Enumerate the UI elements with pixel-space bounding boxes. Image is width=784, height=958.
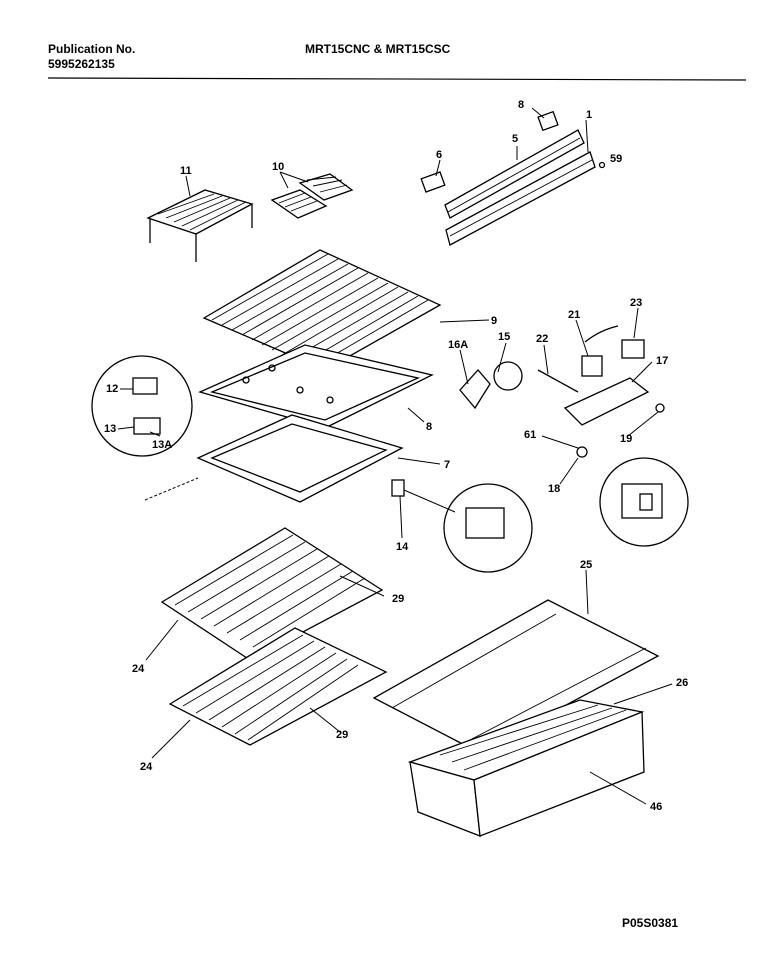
label-part-24-upper: 24: [132, 663, 145, 675]
model-numbers: MRT15CNC & MRT15CSC: [305, 42, 451, 56]
label-part-23: 23: [630, 297, 642, 309]
label-part-5: 5: [512, 133, 518, 145]
publication-label: Publication No.: [48, 42, 136, 56]
label-part-1: 1: [586, 109, 592, 121]
label-part-17: 17: [656, 355, 668, 367]
upper-shelf-assembly: [196, 249, 442, 503]
diagram-code: P05S0381: [622, 916, 679, 930]
label-part-19: 19: [620, 433, 632, 445]
wire-shelves: [160, 527, 388, 746]
label-part-18: 18: [548, 483, 560, 495]
label-part-13: 13: [104, 423, 116, 435]
label-part-26: 26: [676, 677, 688, 689]
label-part-15: 15: [498, 331, 510, 343]
egg-trays-part: [270, 173, 354, 219]
label-part-46: 46: [650, 801, 662, 813]
label-part-25: 25: [580, 559, 592, 571]
detail-circle-right: [599, 457, 689, 547]
label-part-21: 21: [568, 309, 580, 321]
publication-number: 5995262135: [48, 57, 115, 71]
label-part-6: 6: [436, 149, 442, 161]
label-part-29-lower: 29: [336, 729, 348, 741]
label-part-11: 11: [180, 165, 192, 177]
light-and-control-parts: [459, 325, 665, 458]
wire-rack-part: [146, 189, 254, 262]
label-part-8-top: 8: [518, 99, 524, 111]
detail-circle-switch: [391, 479, 533, 573]
label-part-16a: 16A: [448, 339, 468, 351]
leader-lines: [117, 107, 673, 805]
label-part-22: 22: [536, 333, 548, 345]
label-part-10: 10: [272, 161, 284, 173]
label-part-24-lower: 24: [140, 761, 153, 773]
crisper-assembly: [372, 599, 660, 837]
header-rule: [47, 77, 747, 81]
label-part-59: 59: [610, 153, 622, 165]
label-part-29-upper: 29: [392, 593, 404, 605]
label-part-14: 14: [396, 541, 409, 553]
label-part-9: 9: [491, 315, 497, 327]
detail-circle-left: [91, 355, 199, 501]
control-panel-strips: [420, 110, 606, 246]
label-part-8: 8: [426, 421, 432, 433]
label-part-7: 7: [444, 459, 450, 471]
label-part-12: 12: [106, 383, 118, 395]
label-part-61: 61: [524, 429, 536, 441]
label-part-13a: 13A: [152, 439, 172, 451]
